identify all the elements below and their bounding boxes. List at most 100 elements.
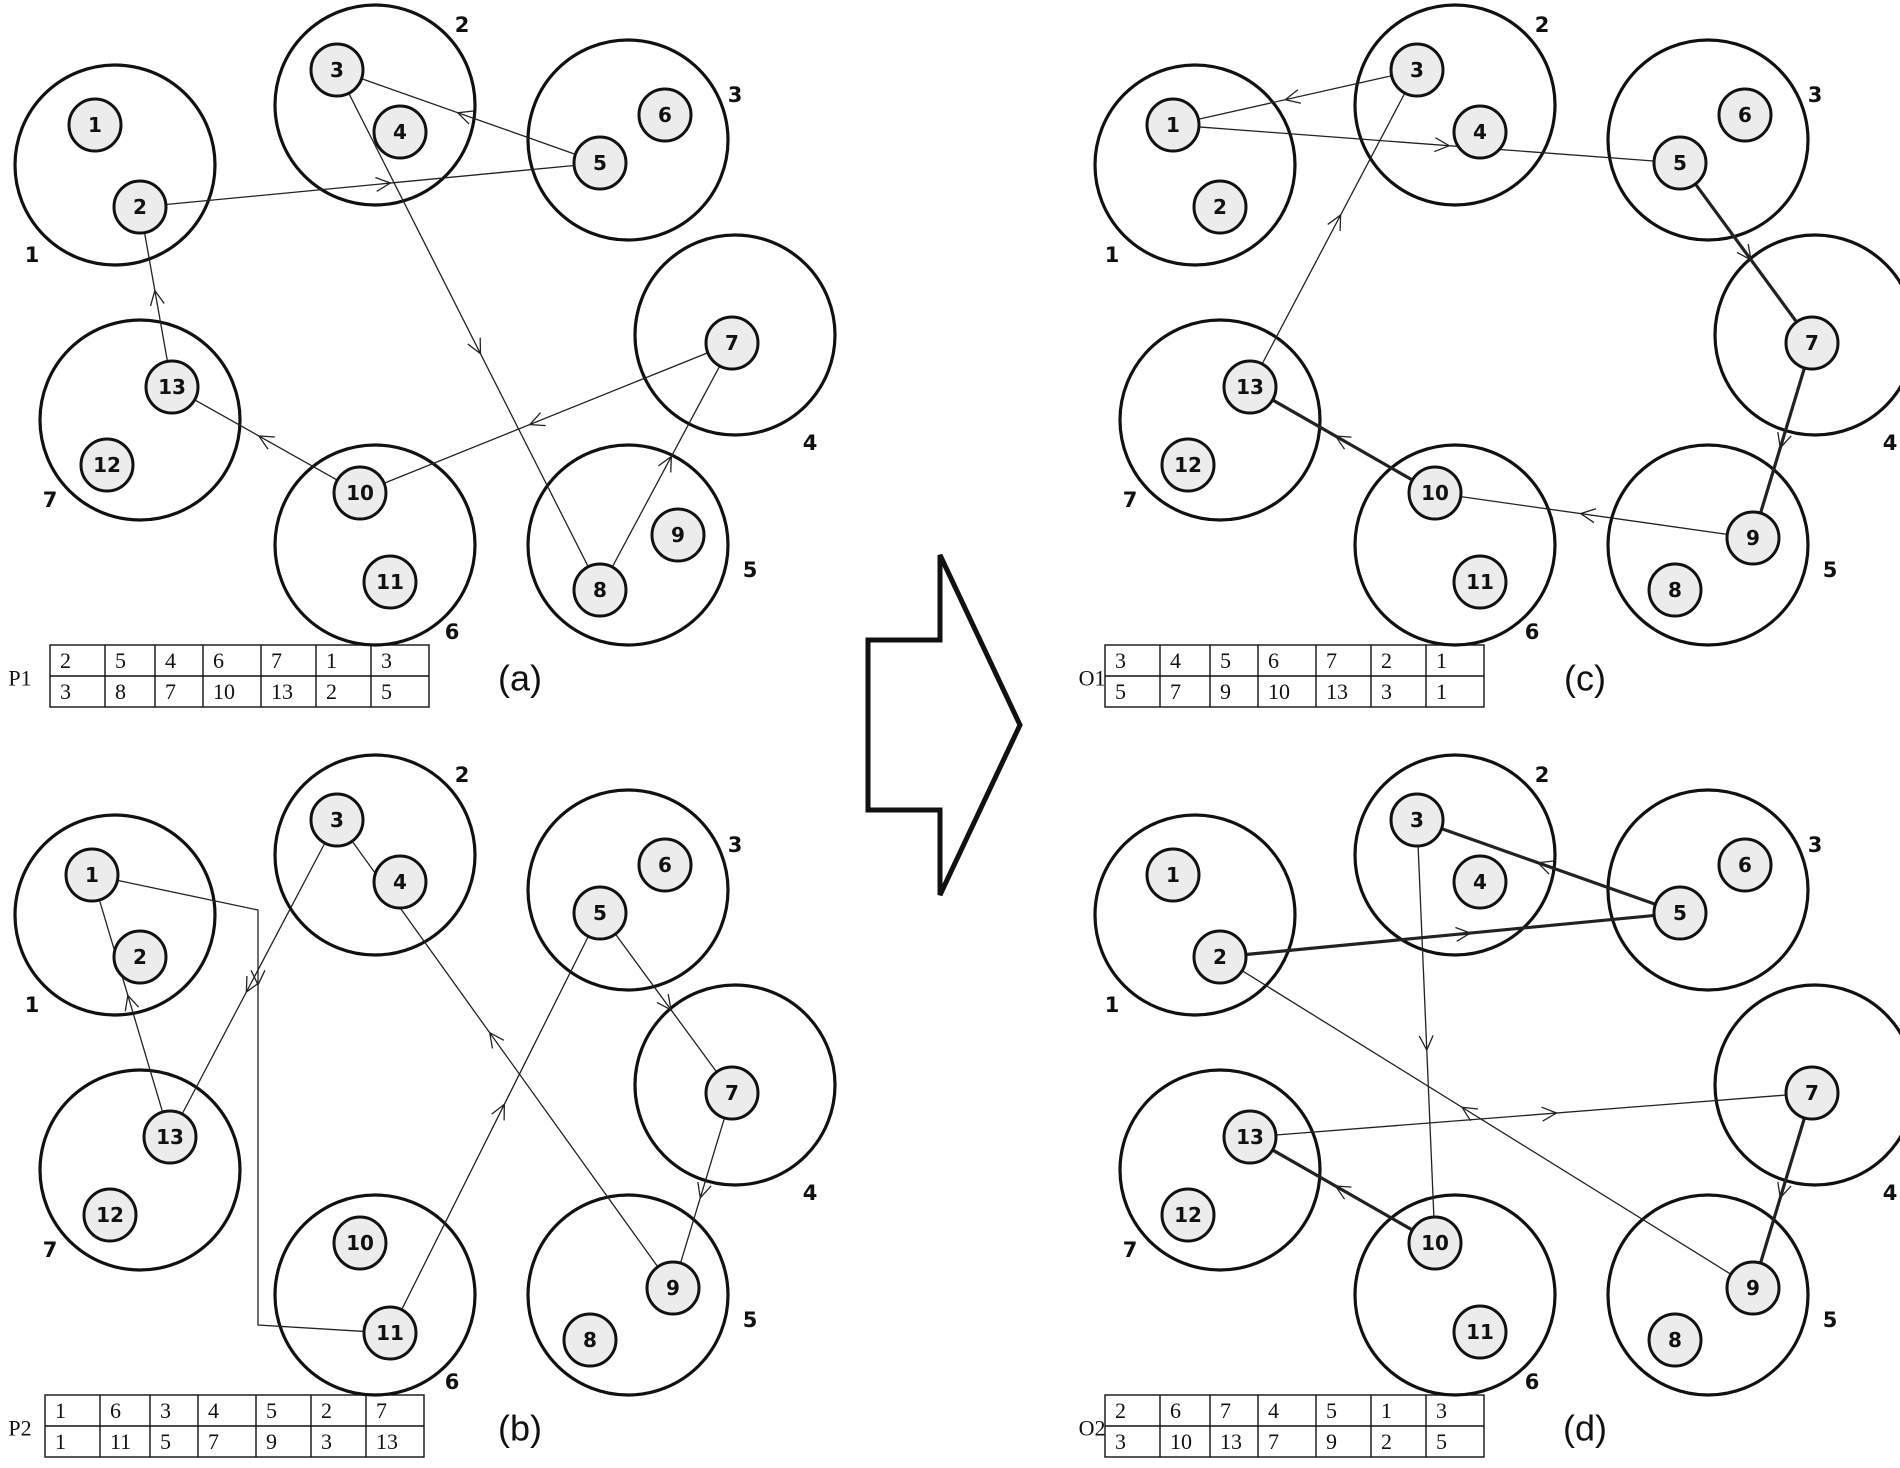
table-cell-node: 13 — [376, 1429, 398, 1454]
edge-5-7 — [614, 933, 718, 1073]
cluster-4 — [633, 983, 837, 1187]
cluster-label-2: 2 — [1535, 13, 1550, 37]
edge-7-9 — [1758, 1117, 1807, 1264]
table-cell-cluster: 1 — [1381, 1398, 1392, 1423]
node-label-1: 1 — [88, 113, 102, 137]
table-cell-cluster: 3 — [1436, 1398, 1447, 1423]
arrow-10-13 — [1334, 435, 1352, 450]
cluster-label-6: 6 — [445, 1370, 460, 1394]
node-4 — [1452, 854, 1508, 910]
table-cell-node: 5 — [1436, 1429, 1447, 1454]
node-label-4: 4 — [393, 120, 407, 144]
node-label-9: 9 — [1746, 1276, 1760, 1300]
table-cell-node: 9 — [1326, 1429, 1337, 1454]
edge-5-7 — [1694, 183, 1798, 323]
node-9 — [1725, 1260, 1781, 1316]
node-6 — [637, 87, 693, 143]
node-9 — [645, 1260, 701, 1316]
node-5 — [1652, 885, 1708, 941]
node-label-9: 9 — [1746, 526, 1760, 550]
node-5 — [572, 885, 628, 941]
node-12 — [1160, 1187, 1216, 1243]
node-label-6: 6 — [1738, 103, 1752, 127]
edge-9-10 — [1460, 495, 1728, 536]
arrow-5-3 — [1536, 860, 1554, 875]
cluster-7 — [1118, 1068, 1322, 1272]
node-label-11: 11 — [376, 570, 404, 594]
edge-3-10 — [1417, 845, 1435, 1218]
node-3 — [309, 792, 365, 848]
node-3 — [309, 42, 365, 98]
node-2 — [112, 929, 168, 985]
arrow-3-13 — [245, 976, 260, 994]
cluster-label-5: 5 — [743, 1308, 758, 1332]
node-7 — [1784, 1065, 1840, 1121]
cluster-label-7: 7 — [1123, 1238, 1138, 1262]
table-cell-node: 3 — [60, 679, 71, 704]
node-label-12: 12 — [93, 453, 121, 477]
cluster-label-1: 1 — [25, 993, 40, 1017]
node-label-1: 1 — [85, 863, 99, 887]
node-5 — [572, 135, 628, 191]
node-label-2: 2 — [133, 195, 147, 219]
node-label-7: 7 — [1805, 331, 1819, 355]
cluster-3 — [1606, 788, 1810, 992]
edge-9-2 — [1241, 970, 1732, 1275]
edge-10-13 — [194, 399, 338, 481]
arrow-3-1 — [1283, 89, 1302, 104]
arrow-2-5 — [375, 176, 392, 192]
edge-3-8 — [348, 92, 589, 568]
table-cell-node: 5 — [1115, 679, 1126, 704]
table-cell-cluster: 4 — [1170, 648, 1181, 673]
table-name: P1 — [8, 666, 31, 691]
node-label-12: 12 — [1174, 1203, 1202, 1227]
node-label-13: 13 — [158, 375, 186, 399]
panel-0: 123456712345678910111213(a)P123584761071… — [8, 3, 837, 708]
cluster-label-4: 4 — [803, 1181, 818, 1205]
node-label-11: 11 — [376, 1321, 404, 1345]
table-cell-node: 2 — [1381, 1429, 1392, 1454]
table-cell-cluster: 2 — [321, 1398, 332, 1423]
node-8 — [572, 562, 628, 618]
node-1 — [1145, 97, 1201, 153]
table-cell-node: 13 — [1326, 679, 1348, 704]
table-cell-cluster: 4 — [1268, 1398, 1279, 1423]
node-12 — [82, 1187, 138, 1243]
node-1 — [64, 847, 120, 903]
cluster-label-2: 2 — [1535, 763, 1550, 787]
node-8 — [1647, 1312, 1703, 1368]
node-label-1: 1 — [1166, 113, 1180, 137]
edge-10-13 — [1271, 398, 1414, 482]
table-cell-cluster: 1 — [1436, 648, 1447, 673]
node-label-10: 10 — [1421, 481, 1449, 505]
node-11 — [1452, 554, 1508, 610]
panel-3: 123456712345678910111213(d)O223610713475… — [1079, 753, 1900, 1458]
node-label-4: 4 — [1473, 870, 1487, 894]
transformation-arrow — [865, 553, 1023, 897]
node-label-4: 4 — [393, 870, 407, 894]
node-label-10: 10 — [346, 481, 374, 505]
arrow-1-11 — [250, 970, 266, 987]
table-cell-cluster: 6 — [1268, 648, 1279, 673]
table-cell-cluster: 5 — [115, 648, 126, 673]
node-6 — [1717, 87, 1773, 143]
cluster-label-2: 2 — [455, 763, 470, 787]
table-cell-cluster: 3 — [1115, 648, 1126, 673]
edge-7-10 — [383, 352, 709, 484]
node-3 — [1389, 42, 1445, 98]
node-13 — [142, 1109, 198, 1165]
cluster-4 — [1713, 983, 1900, 1187]
table-cell-cluster: 5 — [1326, 1398, 1337, 1423]
arrow-5-7 — [1736, 244, 1752, 262]
table-cell-cluster: 2 — [1115, 1398, 1126, 1423]
table-cell-cluster: 7 — [1326, 648, 1337, 673]
arrow-11-5 — [491, 1102, 506, 1121]
cluster-2 — [1353, 3, 1557, 207]
table-name: O1 — [1079, 666, 1106, 691]
node-7 — [704, 315, 760, 371]
panel-label: (d) — [1563, 1408, 1607, 1449]
table-cell-node: 10 — [1170, 1429, 1192, 1454]
arrow-7-10 — [528, 412, 546, 427]
arrow-9-2 — [1460, 1106, 1479, 1122]
